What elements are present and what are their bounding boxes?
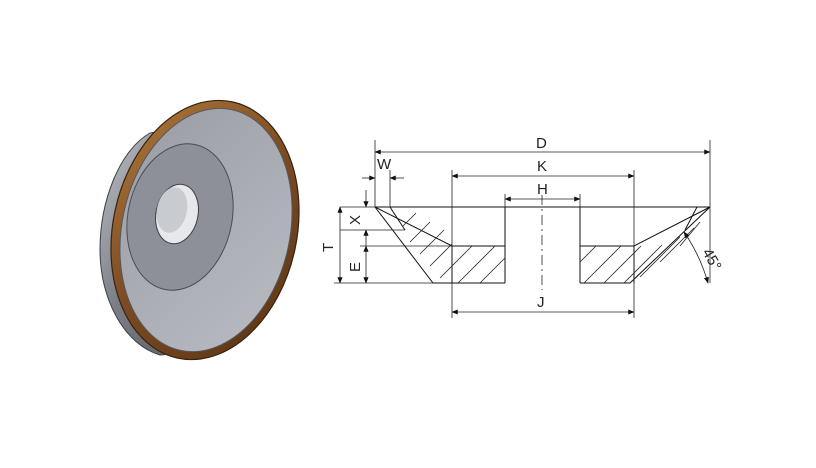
section-profile bbox=[374, 195, 711, 290]
label-angle-45: 45° bbox=[699, 246, 725, 274]
dimension-W: W bbox=[362, 156, 404, 207]
dimension-J: J bbox=[451, 283, 635, 318]
label-J: J bbox=[537, 294, 545, 311]
dimension-T: T bbox=[320, 206, 433, 284]
label-K: K bbox=[537, 158, 547, 175]
dimension-H: H bbox=[504, 181, 581, 207]
section-hatching bbox=[402, 212, 701, 284]
dimension-D: D bbox=[374, 135, 711, 207]
label-H: H bbox=[537, 181, 548, 198]
label-E: E bbox=[347, 262, 364, 272]
label-W: W bbox=[377, 156, 392, 173]
dimension-angle: 45° bbox=[683, 207, 725, 284]
label-T: T bbox=[320, 243, 337, 252]
label-X: X bbox=[347, 215, 364, 225]
dimension-K: K bbox=[451, 158, 635, 246]
label-D: D bbox=[536, 135, 547, 152]
dimension-X: X bbox=[340, 190, 405, 246]
wheel-bore-shadow bbox=[156, 187, 188, 233]
dimension-E: E bbox=[347, 245, 452, 284]
